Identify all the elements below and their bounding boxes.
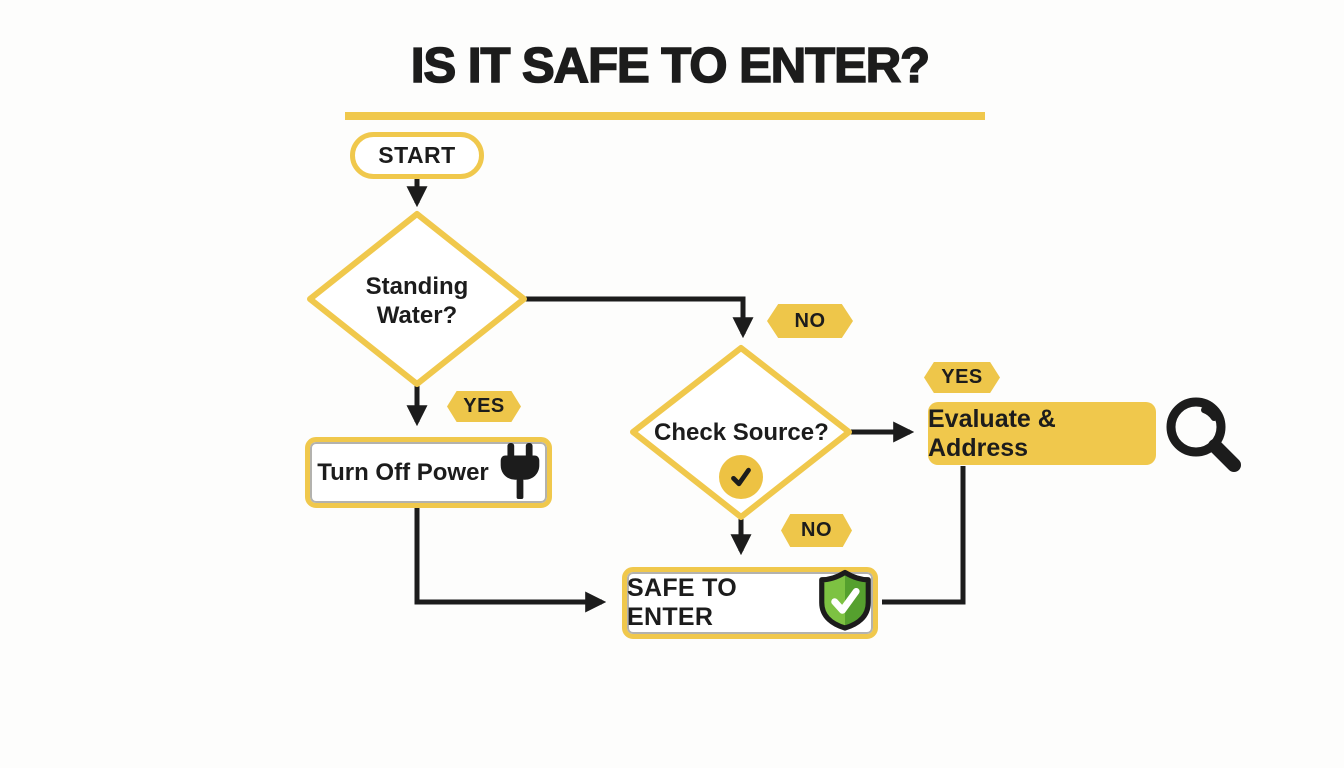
edge-evaluate-to-safe xyxy=(882,466,966,605)
badge-standing-water-yes: YES xyxy=(447,391,521,422)
badge-label: NO xyxy=(794,309,826,332)
page-title: IS IT SAFE TO ENTER? xyxy=(410,38,931,94)
check-circle-icon xyxy=(719,455,763,499)
edge-standing-water-no xyxy=(524,296,754,339)
process-evaluate-address: Evaluate & Address xyxy=(928,402,1156,465)
decision-standing-water-diamond xyxy=(307,211,527,387)
shield-check-icon xyxy=(817,569,873,638)
start-node: START xyxy=(350,132,484,179)
title-underline xyxy=(345,112,985,120)
badge-check-source-no: NO xyxy=(781,514,852,547)
badge-standing-water-no: NO xyxy=(767,304,853,338)
badge-check-source-yes: YES xyxy=(924,362,1000,393)
power-plug-icon xyxy=(500,443,540,506)
terminal-safe-to-enter-label: SAFE TO ENTER xyxy=(627,574,737,631)
badge-label: NO xyxy=(801,519,832,541)
decision-check-source-diamond xyxy=(630,345,852,520)
start-node-label: START xyxy=(378,142,456,168)
process-turn-off-power: Turn Off Power xyxy=(305,437,552,508)
process-turn-off-power-label: Turn Off Power xyxy=(317,458,489,486)
decision-check-source-label: Check Source? xyxy=(654,419,829,446)
process-evaluate-address-label: Evaluate & Address xyxy=(928,404,1056,462)
decision-standing-water-label: Standing Water? xyxy=(365,273,469,330)
magnifier-icon xyxy=(1162,394,1246,487)
edge-turn-off-power-to-safe xyxy=(414,508,607,613)
badge-label: YES xyxy=(941,366,983,388)
badge-label: YES xyxy=(463,395,505,417)
terminal-safe-to-enter: SAFE TO ENTER xyxy=(622,567,878,639)
